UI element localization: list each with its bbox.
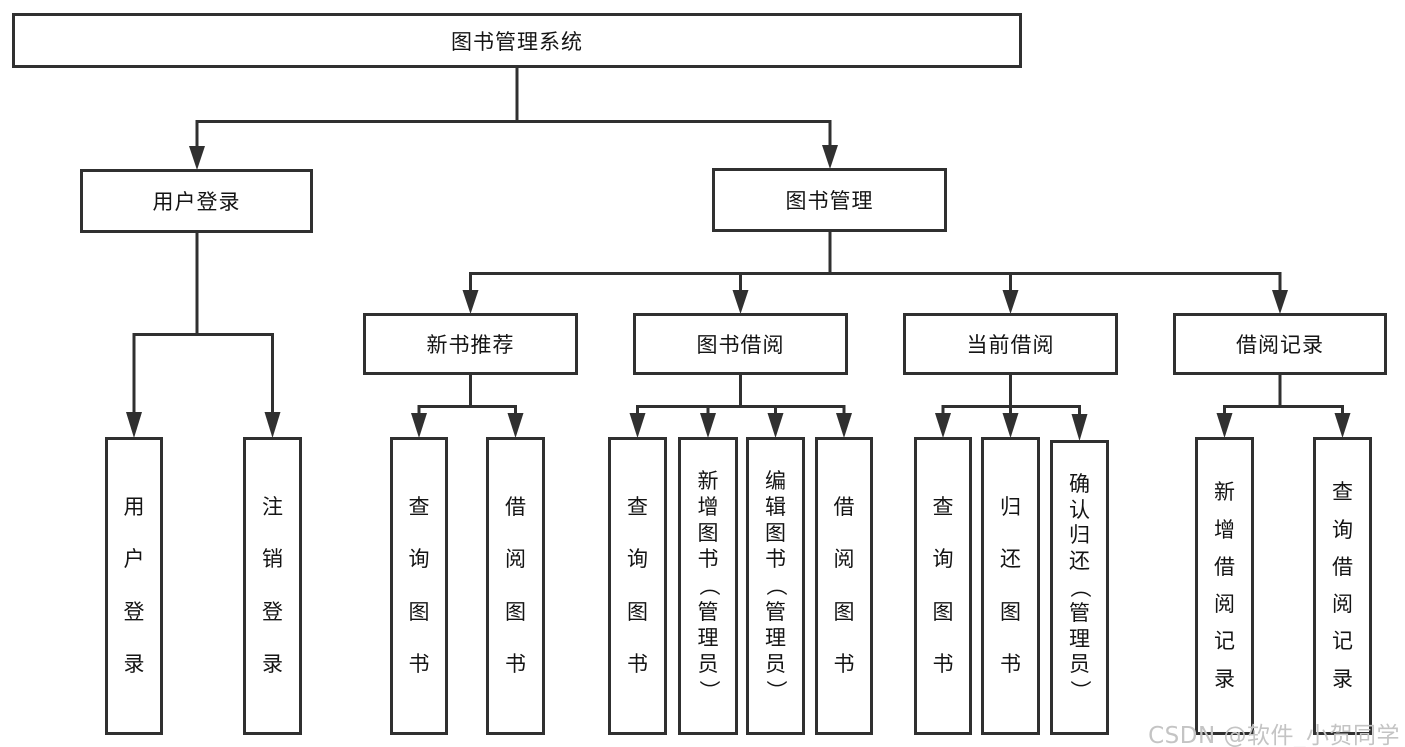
connector-current-borrow-to-leaves (935, 374, 1088, 441)
arrowhead (507, 413, 524, 438)
node-new-book-recommend: 新书推荐 (363, 313, 578, 375)
leaf-add-books-admin: 新增图书（管理员） (678, 437, 738, 735)
arrowhead (264, 412, 281, 438)
connector-user-login-to-leaves (126, 232, 281, 438)
leaf-borrow-books: 借阅图书 (486, 437, 545, 735)
arrowhead (767, 413, 784, 438)
leaf-return-books: 归还图书 (981, 437, 1040, 735)
arrowhead (732, 290, 749, 314)
arrowhead (700, 413, 716, 438)
node-user-login: 用户登录 (80, 169, 313, 233)
node-book-management: 图书管理 (712, 168, 947, 232)
leaf-query-books: 查询图书 (390, 437, 448, 735)
leaf-borrow-books-2: 借阅图书 (815, 437, 873, 735)
arrowhead (1334, 413, 1351, 438)
leaf-confirm-return-admin: 确认归还（管理员） (1050, 440, 1109, 735)
connector-root-to-level2 (189, 68, 838, 170)
connector-borrow-records-to-leaves (1216, 374, 1351, 438)
arrowhead (462, 290, 479, 314)
connector-book-borrow-to-leaves (629, 374, 852, 438)
arrowhead (836, 413, 852, 438)
arrowhead (935, 413, 951, 438)
arrowhead (126, 412, 142, 438)
arrowhead (1071, 414, 1088, 441)
leaf-query-books-2: 查询图书 (608, 437, 667, 735)
arrowhead (1002, 413, 1019, 438)
arrowhead (629, 413, 646, 438)
node-book-borrow: 图书借阅 (633, 313, 848, 375)
leaf-logout: 注销登录 (243, 437, 302, 735)
connector-book-management-to-level3 (462, 231, 1288, 314)
node-borrow-records: 借阅记录 (1173, 313, 1387, 375)
leaf-edit-books-admin: 编辑图书（管理员） (746, 437, 805, 735)
leaf-query-books-3: 查询图书 (914, 437, 972, 735)
node-library-management-system: 图书管理系统 (12, 13, 1022, 68)
arrowhead (1272, 290, 1288, 314)
leaf-query-borrow-record: 查询借阅记录 (1313, 437, 1372, 735)
leaf-user-login: 用户登录 (105, 437, 163, 735)
arrowhead (189, 146, 205, 170)
arrowhead (822, 145, 838, 169)
arrowhead (411, 413, 427, 438)
leaf-add-borrow-record: 新增借阅记录 (1195, 437, 1254, 735)
csdn-watermark: CSDN @软件_小贺同学 (1148, 723, 1400, 747)
node-current-borrow: 当前借阅 (903, 313, 1118, 375)
connector-new-book-recommend-to-leaves (411, 374, 524, 438)
arrowhead (1002, 290, 1019, 314)
arrowhead (1216, 413, 1233, 438)
